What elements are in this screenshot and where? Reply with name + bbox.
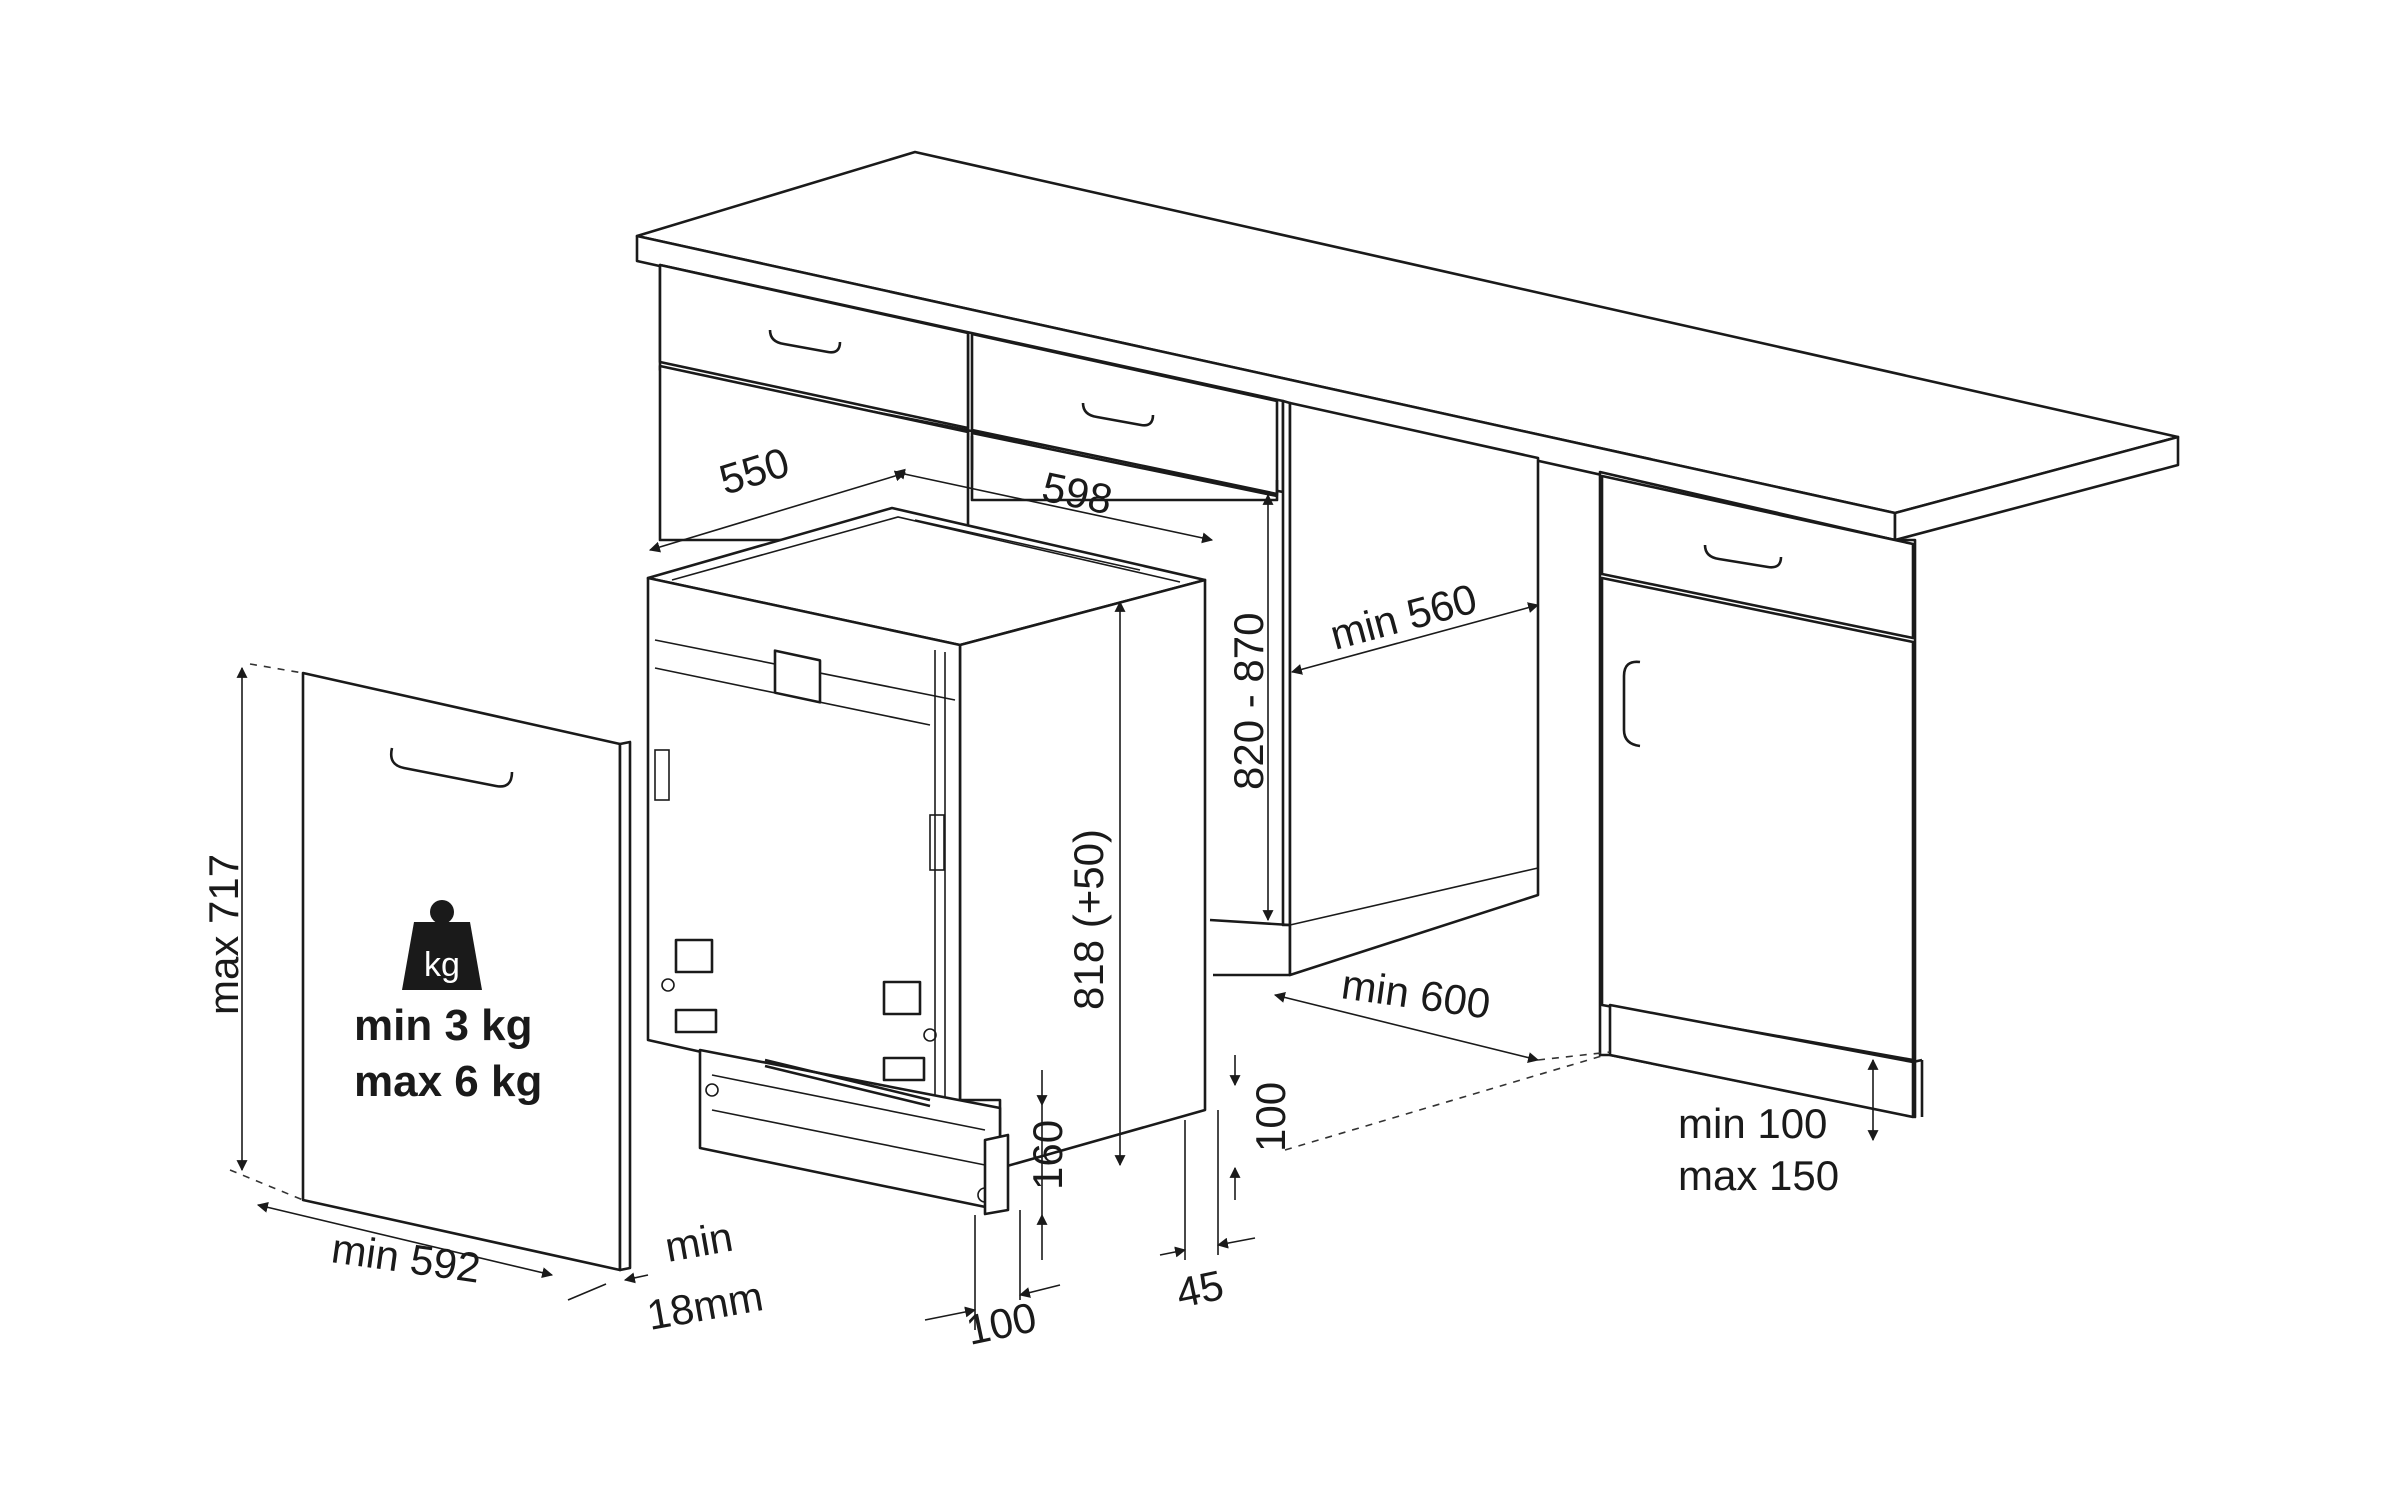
dishwasher-foot-right [983, 1133, 1010, 1216]
dimension-lines [229, 468, 1879, 1330]
drawer-handle-1 [768, 329, 842, 354]
door-panel-edge [618, 740, 632, 1272]
dim-door-height-label: max 717 [200, 854, 247, 1015]
dim-niche-height-label: 820 - 870 [1225, 613, 1272, 790]
right-cabinet-door [1600, 576, 1915, 1062]
countertop-side [1893, 435, 2180, 542]
furniture-door-handle [389, 747, 514, 788]
front-slot-1 [674, 938, 714, 974]
front-bracket-right [929, 814, 945, 871]
door-handle [1622, 660, 1641, 748]
dim-door-thickness-line2: 18mm [643, 1272, 766, 1339]
dishwasher [646, 506, 1207, 1216]
dim-plinth-setback-label: 45 [1172, 1261, 1227, 1317]
dim-niche-width-label: min 600 [1339, 960, 1494, 1027]
dim-plinth-height-label: 100 [1247, 1082, 1294, 1152]
front-bracket-upper [654, 749, 670, 801]
weight-icon-label: kg [424, 946, 460, 984]
door-weight-max: max 6 kg [354, 1057, 542, 1106]
dim-plinth-height-lower-label: 160 [1024, 1120, 1071, 1190]
door-weight-min: min 3 kg [354, 1001, 533, 1050]
dimension-labels: 550 598 820 - 870 min 560 min 600 818 (+… [200, 438, 1839, 1354]
dim-plinth-range-line1: min 100 [1678, 1100, 1827, 1147]
door-latch [773, 649, 822, 704]
dim-door-thickness-line1: min [661, 1213, 736, 1271]
dim-plinth-depth-label: 100 [962, 1293, 1040, 1354]
dim-plinth-range-line2: max 150 [1678, 1152, 1839, 1199]
front-slot-3 [882, 980, 922, 1016]
niche-back-panel [1288, 401, 1540, 977]
furniture-door: kg min 3 kg max 6 kg [301, 671, 632, 1272]
dim-appliance-height-label: 818 (+50) [1065, 829, 1112, 1010]
front-slot-2 [674, 1008, 718, 1034]
weight-icon: kg [402, 900, 482, 990]
front-slot-4 [882, 1056, 926, 1082]
right-cabinet-plinth [1608, 1003, 1915, 1119]
drawer-handle-3 [1703, 544, 1783, 569]
drawer-handle-2 [1081, 402, 1155, 427]
